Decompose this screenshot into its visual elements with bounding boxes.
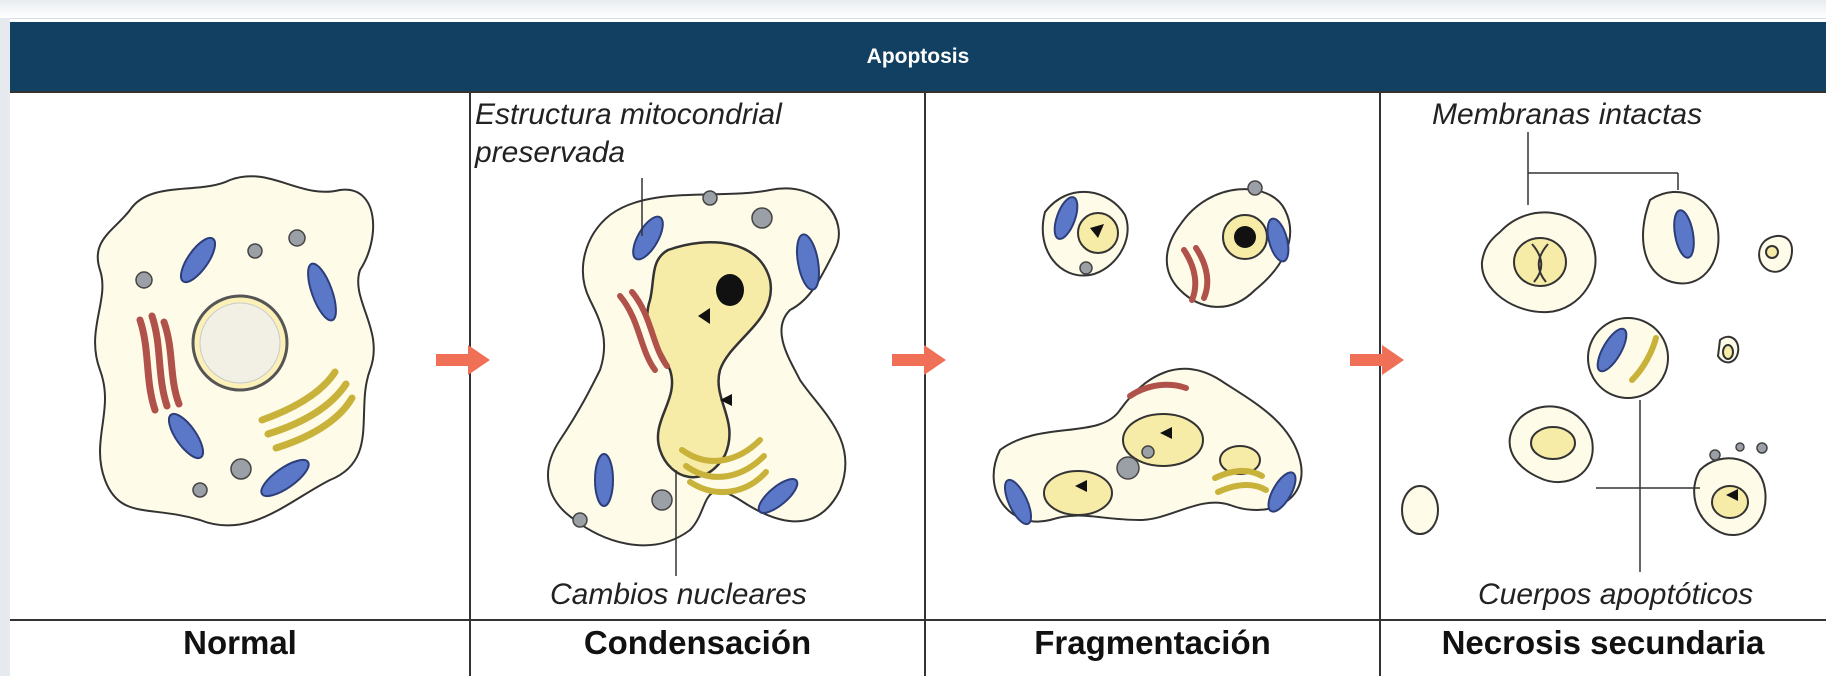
apoptotic-bodies [1402, 132, 1792, 572]
annotation-mito: Estructura mitocondrial preservada [475, 96, 782, 171]
stage-label-condensation: Condensación [470, 624, 925, 662]
annotation-membranes: Membranas intactas [1432, 96, 1702, 134]
condensing-cell [548, 178, 845, 576]
stage-label-secondary-necrosis: Necrosis secundaria [1380, 624, 1826, 662]
arrow-3-icon [1350, 345, 1404, 375]
annotation-nuclear: Cambios nucleares [550, 576, 807, 614]
arrow-icons [436, 345, 1404, 375]
arrow-2-icon [892, 345, 946, 375]
arrow-1-icon [436, 345, 490, 375]
stage-label-normal: Normal [10, 624, 470, 662]
stage-label-fragmentation: Fragmentación [925, 624, 1380, 662]
fragmented-cell [994, 181, 1302, 528]
normal-cell [95, 176, 374, 525]
annotation-bodies: Cuerpos apoptóticos [1478, 576, 1753, 614]
